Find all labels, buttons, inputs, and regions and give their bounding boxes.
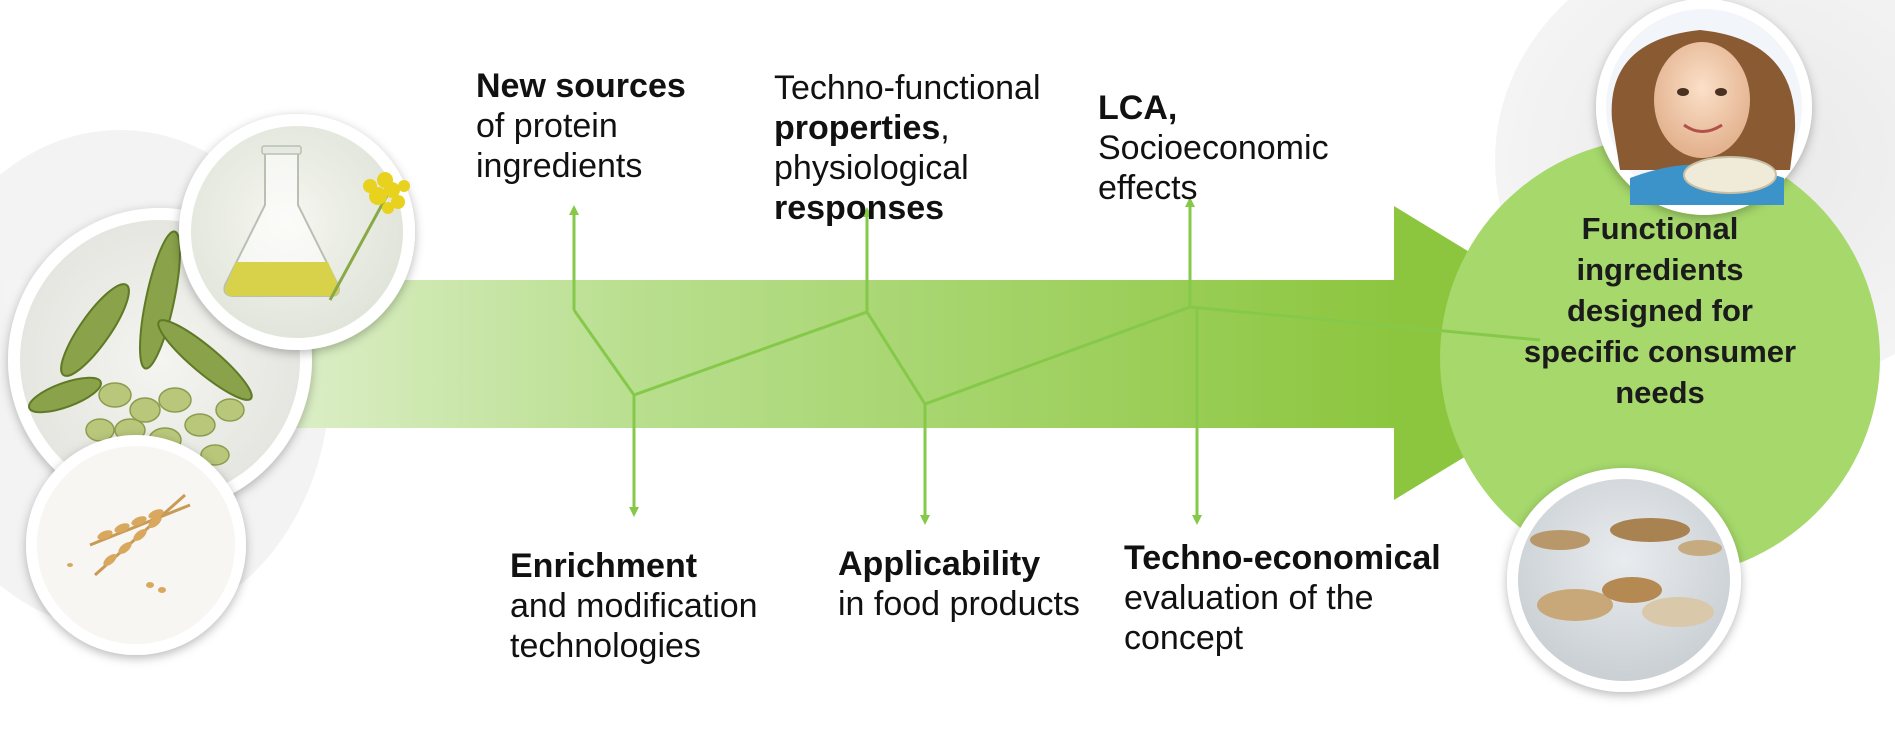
label-applicability-text: in food products	[838, 585, 1080, 623]
label-applicability-bold: Applicability	[838, 545, 1041, 583]
label-techno-economical-bold: Techno-economical	[1124, 539, 1441, 577]
label-lca-bold: LCA,	[1098, 89, 1178, 127]
label-techno-functional-pre: Techno-functional	[774, 69, 1041, 107]
label-techno-functional-bold2: responses	[774, 189, 945, 227]
goal-label: Functional ingredients designed for spec…	[1523, 211, 1797, 410]
label-new-sources-bold: New sources	[476, 67, 686, 105]
wheat-image	[26, 435, 246, 655]
zigzag-line	[572, 305, 1541, 406]
flask-image	[179, 114, 415, 350]
label-enrichment-bold: Enrichment	[510, 547, 698, 585]
goal-circle	[1440, 138, 1880, 578]
label-techno-functional-bold1: properties	[774, 109, 941, 147]
label-lca-text: Socioeconomic effects	[1098, 129, 1329, 207]
label-new-sources-text: of protein ingredients	[476, 107, 643, 185]
label-new-sources: New sources of protein ingredients	[476, 66, 736, 186]
label-techno-functional-mid: , physiological	[774, 109, 969, 187]
label-enrichment: Enrichment and modification technologies	[510, 546, 770, 666]
label-techno-economical: Techno-economical evaluation of the conc…	[1124, 538, 1444, 658]
powder-image	[1507, 468, 1741, 692]
girl-image	[1596, 0, 1812, 215]
label-lca: LCA, Socioeconomic effects	[1098, 88, 1418, 208]
label-techno-functional: Techno-functional properties, physiologi…	[774, 68, 1094, 228]
label-techno-economical-text: evaluation of the concept	[1124, 579, 1374, 657]
connector-lines	[569, 197, 1541, 525]
label-applicability: Applicability in food products	[838, 544, 1118, 624]
label-enrichment-text: and modification technologies	[510, 587, 758, 665]
